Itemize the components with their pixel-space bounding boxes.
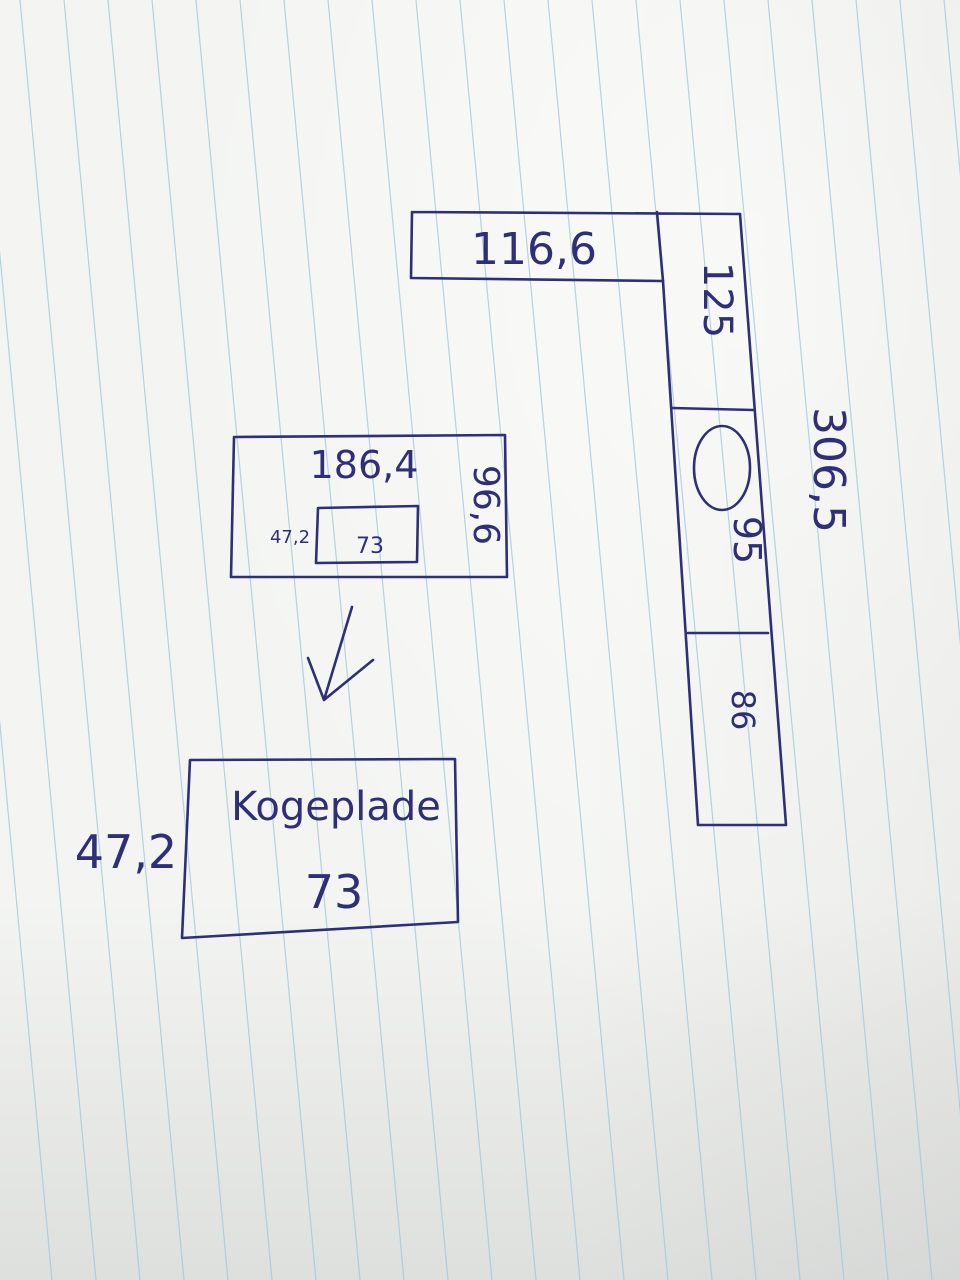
island: 186,4 96,6 47,2 73 (229, 433, 509, 579)
rule-line (151, 0, 273, 1280)
rule-line (723, 0, 845, 1280)
rule-line (899, 0, 960, 647)
rule-line (195, 0, 317, 1280)
rule-line (811, 0, 933, 1280)
island-hob-width: 73 (356, 534, 384, 559)
arrow-down-left-icon (306, 605, 375, 702)
rule-line (371, 0, 493, 1280)
right-counter-outline (661, 212, 788, 827)
rule-line (855, 0, 960, 1116)
rule-line (107, 0, 229, 1280)
rule-line (63, 0, 185, 1280)
right-counter-divider-upper (670, 406, 755, 412)
right-counter-segment-sink: 95 (725, 516, 769, 564)
hob-detail: Kogeplade 73 47,2 (75, 757, 460, 940)
island-hob-outline (314, 504, 420, 565)
top-counter: 116,6 (409, 210, 742, 283)
rule-line (239, 0, 361, 1280)
right-counter-segment-top: 125 (694, 262, 740, 338)
island-depth: 96,6 (465, 465, 506, 545)
rule-line (283, 0, 405, 1280)
rule-line (19, 0, 141, 1280)
sink-oval-icon (692, 424, 752, 512)
hob-detail-outline (180, 757, 460, 940)
rule-line (0, 718, 53, 1280)
right-counter-total: 306,5 (803, 407, 854, 533)
right-counter-segment-bottom: 86 (724, 690, 762, 731)
island-length: 186,4 (310, 443, 419, 487)
rule-line (327, 0, 449, 1280)
top-counter-length: 116,6 (471, 224, 597, 275)
rule-line (767, 0, 889, 1280)
island-hob-depth: 47,2 (270, 527, 310, 548)
top-counter-outline (409, 210, 742, 283)
rule-line (0, 249, 97, 1280)
hob-detail-depth: 47,2 (75, 825, 177, 879)
island-outline (229, 433, 509, 579)
hob-detail-width: 73 (305, 865, 364, 919)
hob-detail-label: Kogeplade (231, 784, 441, 830)
right-counter: 125 95 86 306,5 (661, 212, 854, 827)
